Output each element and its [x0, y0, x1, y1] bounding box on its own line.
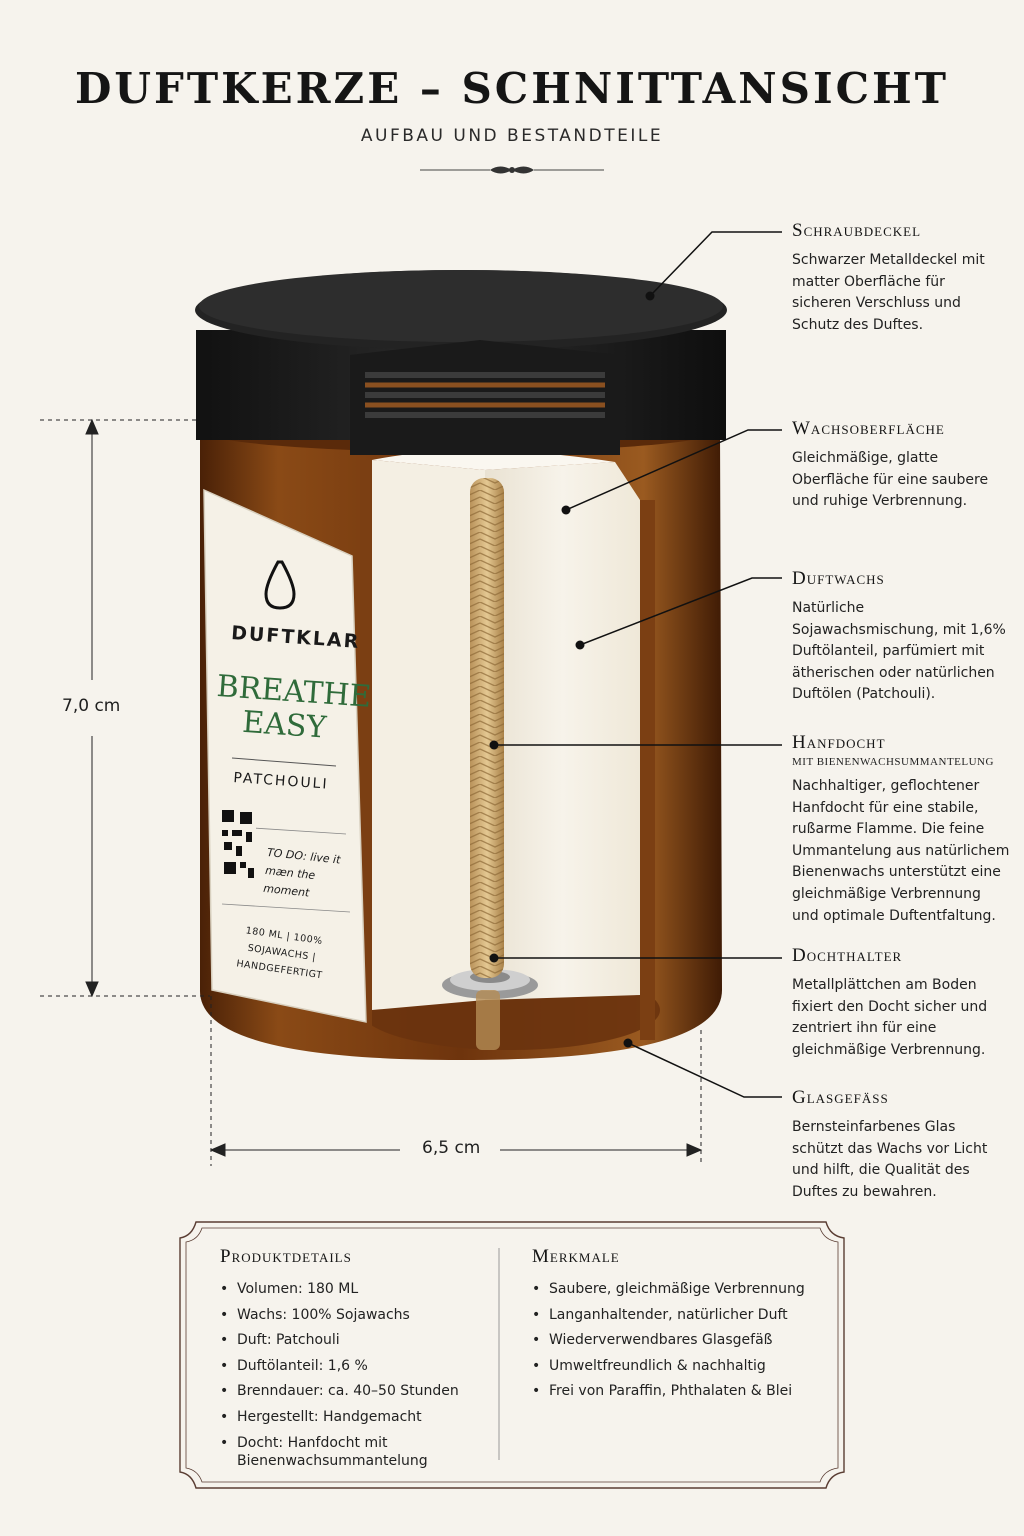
callout-wick-text: Nachhaltiger, geflochtener Hanfdocht für…: [792, 778, 1010, 924]
list-item: Langanhaltender, natürlicher Duft: [532, 1306, 822, 1324]
list-item: Wachs: 100% Sojawachs: [220, 1306, 490, 1324]
label-product-name: BREATHE EASY: [213, 669, 373, 748]
callout-scented-wax: Duftwachs Natürliche Sojawachsmischung, …: [792, 568, 1012, 706]
features-column: Merkmale Saubere, gleichmäßige Verbrennu…: [532, 1246, 822, 1408]
screw-lid: [195, 270, 727, 455]
hemp-wick: [470, 478, 504, 1050]
list-item: Wiederverwendbares Glasgefäß: [532, 1331, 822, 1349]
callout-wax-surface: Wachsoberfläche Gleichmäßige, glatte Obe…: [792, 418, 992, 513]
jar-label: [203, 488, 367, 1023]
callout-glass-title: Glasgefäss: [792, 1087, 889, 1108]
callout-wick-holder-text: Metallplättchen am Boden fixiert den Doc…: [792, 977, 988, 1058]
list-item: Frei von Paraffin, Phthalaten & Blei: [532, 1382, 822, 1400]
height-dimension-label: 7,0 cm: [62, 696, 121, 716]
list-item: Volumen: 180 ML: [220, 1280, 490, 1298]
list-item: Brenndauer: ca. 40–50 Stunden: [220, 1382, 490, 1400]
list-item: Umweltfreundlich & nachhaltig: [532, 1357, 822, 1375]
callout-wick-subtitle: mit Bienenwachsummantelung: [792, 756, 994, 768]
list-item: Docht: Hanfdocht mit Bienenwachsummantel…: [220, 1434, 428, 1470]
height-dimension: [40, 418, 210, 998]
callout-scented-wax-text: Natürliche Sojawachsmischung, mit 1,6% D…: [792, 600, 1006, 703]
callout-scented-wax-title: Duftwachs: [792, 568, 885, 589]
callout-lid-text: Schwarzer Metalldeckel mit matter Oberfl…: [792, 252, 985, 333]
wick-holder: [442, 969, 538, 999]
features-title: Merkmale: [532, 1246, 620, 1267]
details-box-frame: [179, 1221, 845, 1489]
callout-wax-surface-title: Wachsoberfläche: [792, 418, 945, 439]
callout-glass: Glasgefäss Bernsteinfarbenes Glas schütz…: [792, 1087, 992, 1203]
width-dimension: [209, 996, 703, 1166]
wax-cutaway: [360, 450, 655, 1040]
ornament-divider: [420, 166, 604, 174]
page-subtitle: AUFBAU UND BESTANDTEILE: [360, 126, 664, 146]
list-item: Hergestellt: Handgemacht: [220, 1408, 490, 1426]
callout-wick: Hanfdocht mit Bienenwachsummantelung Nac…: [792, 732, 1010, 927]
callout-wick-holder-title: Dochthalter: [792, 945, 903, 966]
callout-wick-holder: Dochthalter Metallplättchen am Boden fix…: [792, 945, 992, 1061]
list-item: Duft: Patchouli: [220, 1331, 490, 1349]
product-details-list: Volumen: 180 ML Wachs: 100% Sojawachs Du…: [220, 1280, 490, 1470]
width-dimension-label: 6,5 cm: [422, 1138, 481, 1158]
page-title: DUFTKERZE – SCHNITTANSICHT: [75, 64, 949, 113]
list-item: Saubere, gleichmäßige Verbrennung: [532, 1280, 822, 1298]
callout-glass-text: Bernsteinfarbenes Glas schützt das Wachs…: [792, 1119, 988, 1200]
label-todo-note: TO DO: live it mæn the moment: [262, 844, 357, 907]
callout-lid-title: Schraubdeckel: [792, 220, 922, 241]
product-details-column: Produktdetails Volumen: 180 ML Wachs: 10…: [220, 1246, 490, 1477]
callout-wax-surface-text: Gleichmäßige, glatte Oberfläche für eine…: [792, 450, 989, 510]
callout-lid: Schraubdeckel Schwarzer Metalldeckel mit…: [792, 220, 992, 336]
callout-wick-title: Hanfdocht: [792, 732, 886, 753]
list-item: Duftölanteil: 1,6 %: [220, 1357, 490, 1375]
product-details-title: Produktdetails: [220, 1246, 352, 1267]
callout-leaders: [494, 231, 782, 1098]
features-list: Saubere, gleichmäßige Verbrennung Langan…: [532, 1280, 822, 1400]
details-box: Produktdetails Volumen: 180 ML Wachs: 10…: [188, 1224, 832, 1480]
